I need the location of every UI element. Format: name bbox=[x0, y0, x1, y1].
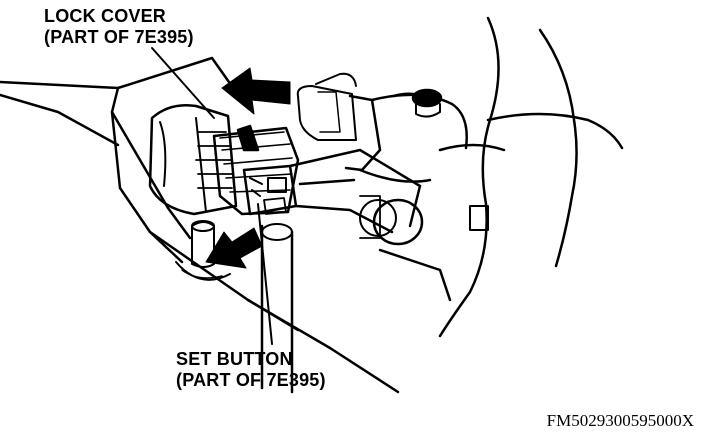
figure-id: FM5029300595000X bbox=[546, 411, 694, 430]
upper-arrow bbox=[221, 67, 291, 115]
lower-arrow bbox=[205, 227, 263, 269]
upper-plug bbox=[296, 72, 357, 141]
set-button-leader bbox=[257, 203, 273, 345]
lock-cover-shape bbox=[212, 124, 300, 216]
set-button-part-label: (PART OF 7E395) bbox=[176, 370, 326, 390]
lock-cover-part-label: (PART OF 7E395) bbox=[44, 27, 194, 47]
connector-body bbox=[344, 16, 624, 338]
wire-harness bbox=[288, 148, 424, 246]
lock-cover-leader bbox=[151, 47, 215, 119]
lock-cover-label: LOCK COVER bbox=[44, 6, 167, 26]
push-arrows bbox=[205, 67, 291, 269]
lock-cover-callout: LOCK COVER (PART OF 7E395) bbox=[44, 6, 194, 48]
set-button-callout: SET BUTTON (PART OF 7E395) bbox=[176, 349, 326, 391]
leader-lines bbox=[151, 47, 273, 345]
set-button-label: SET BUTTON bbox=[176, 349, 293, 369]
mounting-bolt bbox=[175, 220, 231, 281]
